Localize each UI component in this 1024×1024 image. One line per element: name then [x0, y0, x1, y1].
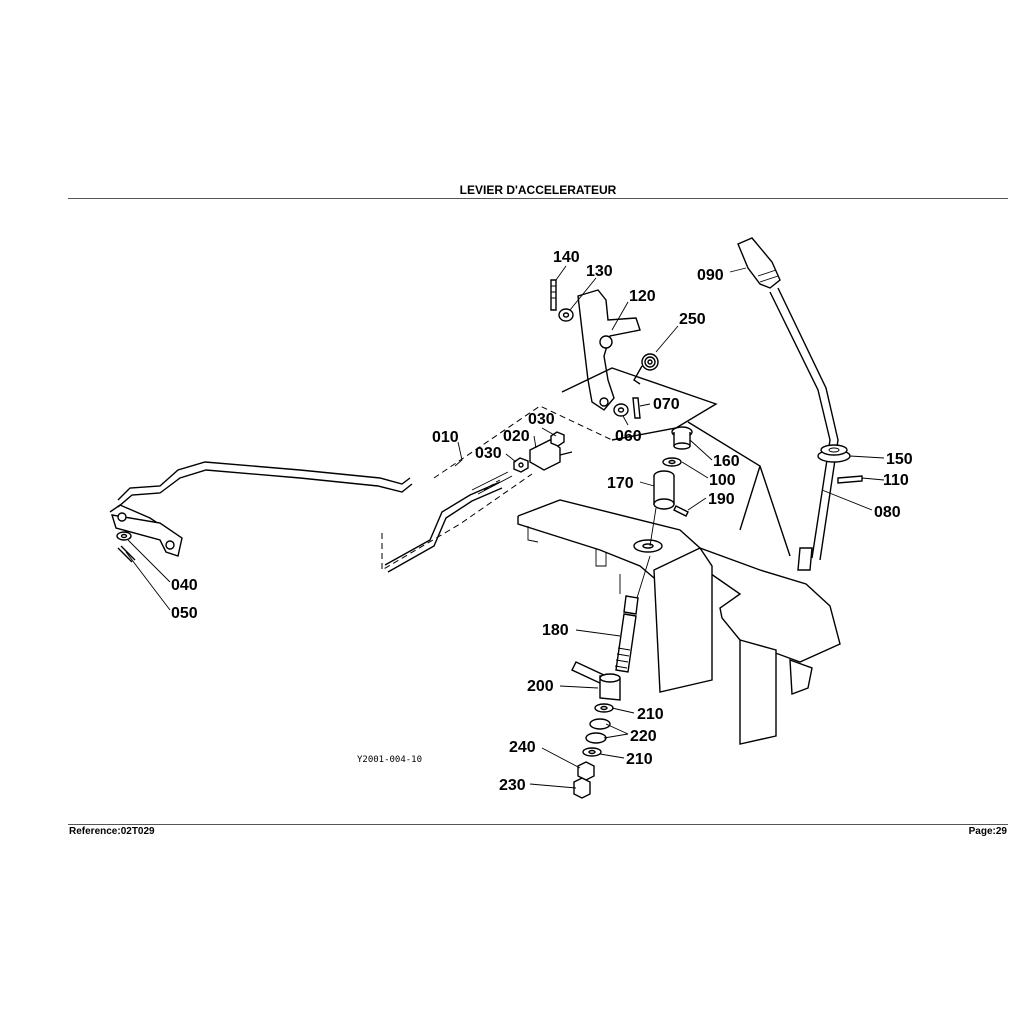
nut-230 [573, 777, 591, 799]
leader-lines [125, 265, 885, 789]
callout-160: 160 [713, 453, 740, 470]
lever-bracket-120 [561, 289, 718, 441]
collar-170 [653, 470, 675, 510]
page-title: LEVIER D'ACCELERATEUR [459, 183, 617, 197]
lever-arm-200 [571, 661, 621, 701]
callout-250: 250 [679, 311, 706, 328]
callout-080: 080 [874, 504, 901, 521]
callout-150: 150 [886, 451, 913, 468]
pin-070 [632, 397, 641, 419]
washer-040 [116, 531, 132, 541]
callout-030-upper: 030 [528, 411, 555, 428]
nut-030-lower [513, 457, 529, 473]
callout-200: 200 [527, 678, 554, 695]
shaft-180 [614, 595, 639, 673]
footer-page-number: Page:29 [968, 826, 1007, 837]
callout-190: 190 [708, 491, 735, 508]
callout-060: 060 [615, 428, 642, 445]
nut-240 [577, 761, 595, 781]
callout-050: 050 [171, 605, 198, 622]
callout-010: 010 [432, 429, 459, 446]
footer-reference: Reference:02T029 [69, 826, 155, 837]
callout-040: 040 [171, 577, 198, 594]
washer-060 [613, 403, 629, 417]
header-rule [68, 198, 1008, 199]
washer-220 [585, 718, 611, 744]
callout-120: 120 [629, 288, 656, 305]
callout-140: 140 [553, 249, 580, 266]
callout-070: 070 [653, 396, 680, 413]
callout-020: 020 [503, 428, 530, 445]
spring-250 [633, 353, 659, 385]
callout-110: 110 [883, 472, 909, 489]
callout-100: 100 [709, 472, 736, 489]
callout-030-lower: 030 [475, 445, 502, 462]
callout-180: 180 [542, 622, 569, 639]
bolt-140 [550, 279, 557, 311]
throttle-lever-090 [737, 237, 839, 561]
washer-210-lower [582, 747, 602, 757]
washer-130 [558, 308, 574, 322]
callout-090: 090 [697, 267, 724, 284]
callout-230: 230 [499, 777, 526, 794]
callout-170: 170 [607, 475, 634, 492]
spring-pin-190 [673, 505, 689, 517]
lever-rod-080 [797, 547, 813, 571]
callout-130: 130 [586, 263, 613, 280]
washer-210-upper [594, 703, 614, 713]
callout-240: 240 [509, 739, 536, 756]
callout-210-lower: 210 [626, 751, 653, 768]
throttle-rod-010 [109, 461, 513, 573]
washer-100 [662, 457, 682, 467]
bushing-160 [671, 426, 693, 450]
split-pin-050 [117, 545, 136, 563]
dashed-link-right [687, 421, 791, 557]
bracket-outline-left [381, 405, 613, 571]
figure-code: Y2001-004-10 [357, 755, 422, 765]
pin-110 [837, 475, 863, 484]
callout-220: 220 [630, 728, 657, 745]
callout-210-upper: 210 [637, 706, 664, 723]
footer-rule [68, 824, 1008, 825]
grommet-150 [817, 444, 851, 463]
bracket-020 [529, 439, 573, 471]
